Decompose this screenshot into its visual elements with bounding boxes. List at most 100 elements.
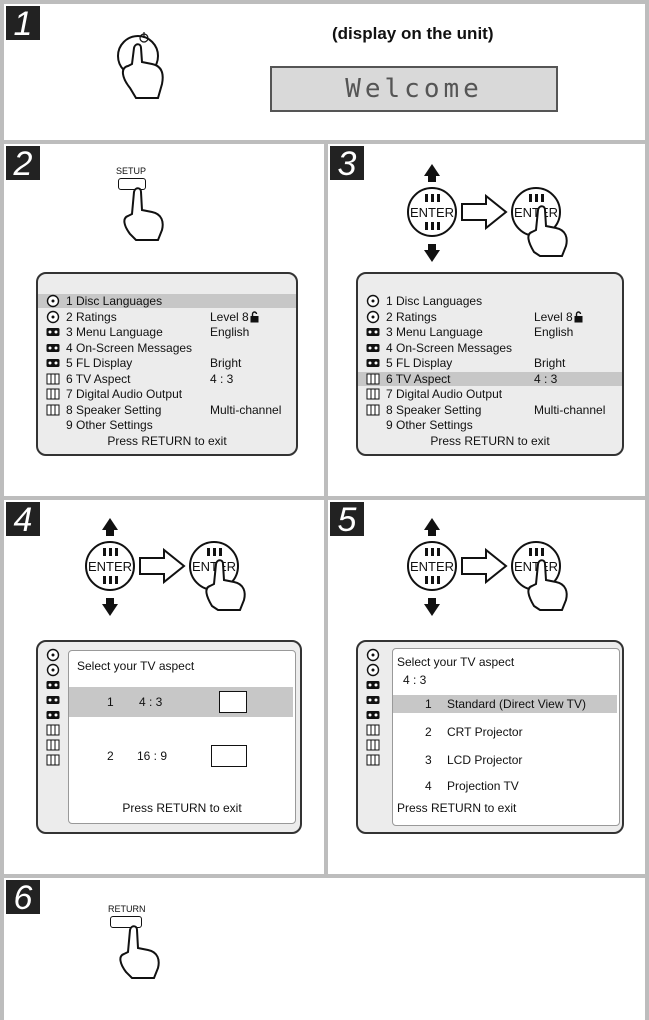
setup-button[interactable] [118,178,146,190]
exit-hint: Press RETURN to exit [430,433,550,448]
menu-item-9[interactable]: 9 Other Settings [38,418,296,432]
tv-16-9-icon [211,745,247,767]
disc-icon [366,663,380,677]
tape-icon [46,328,60,336]
tape-icon [366,359,380,367]
display-caption: (display on the unit) [332,24,494,43]
step-number-3: 3 [330,146,364,182]
side-disc-icon [358,648,382,662]
pointing-hand-icon [123,187,164,241]
disc-icon [366,648,380,662]
return-button-label: RETURN [108,904,146,914]
option-number: 4 [425,779,432,793]
option-label: Projection TV [447,779,519,793]
menu-item-value: 4 : 3 [210,371,234,386]
tv-4-3-icon [219,691,247,713]
menu-item-label: 9 Other Settings [66,418,153,432]
menu-item-value: Bright [210,356,242,370]
side-tape-icon [38,708,62,722]
enter-joystick-icon[interactable]: ENTER ENTER [66,516,276,616]
side-disc-icon [38,648,62,662]
aspect-title: Select your TV aspect [397,655,515,669]
menu-item-7[interactable]: 7 Digital Audio Output [358,387,622,401]
menu-item-value: Bright [534,356,566,370]
step-4-panel: 4 ENTER ENTER Select your TV aspect 1 4 … [4,500,324,874]
menu-item-2[interactable]: 2 Ratings Level 8 [358,310,622,324]
menu-item-value: English [210,325,250,339]
exit-hint: Press RETURN to exit [122,801,242,815]
power-button-icon[interactable] [108,18,188,108]
step-number-4: 4 [6,502,40,538]
menu-item-6[interactable]: 6 TV Aspect 4 : 3 [38,372,296,386]
svg-text:ENTER: ENTER [514,559,558,574]
step-number-1: 1 [6,6,40,42]
menu-item-label: 8 Speaker Setting [66,402,162,417]
option-label: LCD Projector [447,753,523,767]
side-speaker-icon [38,738,62,752]
speaker-icon [46,754,60,766]
tape-icon [366,343,380,352]
menu-item-label: 5 FL Display [66,356,133,370]
exit-hint: Press RETURN to exit [107,433,227,448]
option-label: CRT Projector [447,725,523,739]
speaker-icon [46,388,60,400]
speaker-icon [46,724,60,736]
aspect-submenu-window: Select your TV aspect 4 : 3 1 Standard (… [392,648,620,826]
disc-icon [46,648,60,662]
menu-item-label: 3 Menu Language [386,325,483,339]
menu-item-label: 8 Speaker Setting [386,402,482,417]
disc-icon [46,294,60,308]
menu-item-7[interactable]: 7 Digital Audio Output [38,387,296,401]
menu-item-label: 6 TV Aspect [386,371,451,386]
lock-icon [574,310,583,322]
setup-button-label: SETUP [116,166,147,176]
aspect-title: Select your TV aspect [77,659,195,673]
aspect-option-2[interactable]: 2 16 : 9 [69,741,293,771]
return-button[interactable] [110,916,142,928]
option-number: 1 [425,697,432,711]
tape-icon [366,328,380,336]
aspect-option-2[interactable]: 2 CRT Projector [393,723,617,741]
aspect-option-3[interactable]: 3 LCD Projector [393,751,617,769]
menu-item-value: Level 8 [210,309,249,324]
side-tape-icon [358,693,382,707]
menu-item-1[interactable]: 1 Disc Languages [38,294,296,308]
svg-text:ENTER: ENTER [514,205,558,220]
menu-item-label: 5 FL Display [386,356,453,370]
tape-icon [46,696,60,704]
option-label: Standard (Direct View TV) [447,697,586,711]
menu-item-1[interactable]: 1 Disc Languages [358,294,622,308]
option-label: 16 : 9 [137,749,168,763]
menu-item-2[interactable]: 2 Ratings Level 8 [38,310,296,324]
menu-item-label: 2 Ratings [386,309,437,324]
aspect-option-4[interactable]: 4 Projection TV [393,777,617,795]
side-speaker-icon [358,753,382,767]
enter-joystick-icon[interactable]: ENTER ENTER [388,516,598,616]
side-disc-icon [358,663,382,677]
aspect-submenu-osd: Select your TV aspect 4 : 3 1 Standard (… [356,640,624,834]
step-number-2: 2 [6,146,40,182]
menu-item-4[interactable]: 4 On-Screen Messages [358,341,622,355]
menu-item-9[interactable]: 9 Other Settings [358,418,622,432]
option-number: 2 [107,749,114,763]
menu-item-4[interactable]: 4 On-Screen Messages [38,341,296,355]
enter-joystick-icon[interactable]: ENTER ENTER [388,162,598,262]
aspect-option-1[interactable]: 1 Standard (Direct View TV) [393,695,617,713]
aspect-option-1[interactable]: 1 4 : 3 [69,687,293,717]
menu-item-value: Level 8 [534,309,573,324]
step-6-panel: 6 RETURN [4,878,645,1020]
side-tape-icon [38,693,62,707]
current-aspect-value: 4 : 3 [403,673,427,687]
menu-item-5[interactable]: 5 FL Display Bright [38,356,296,370]
side-tape-icon [358,708,382,722]
menu-item-label: 6 TV Aspect [66,371,131,386]
menu-item-label: 2 Ratings [66,309,117,324]
menu-item-5[interactable]: 5 FL Display Bright [358,356,622,370]
svg-text:ENTER: ENTER [192,559,236,574]
